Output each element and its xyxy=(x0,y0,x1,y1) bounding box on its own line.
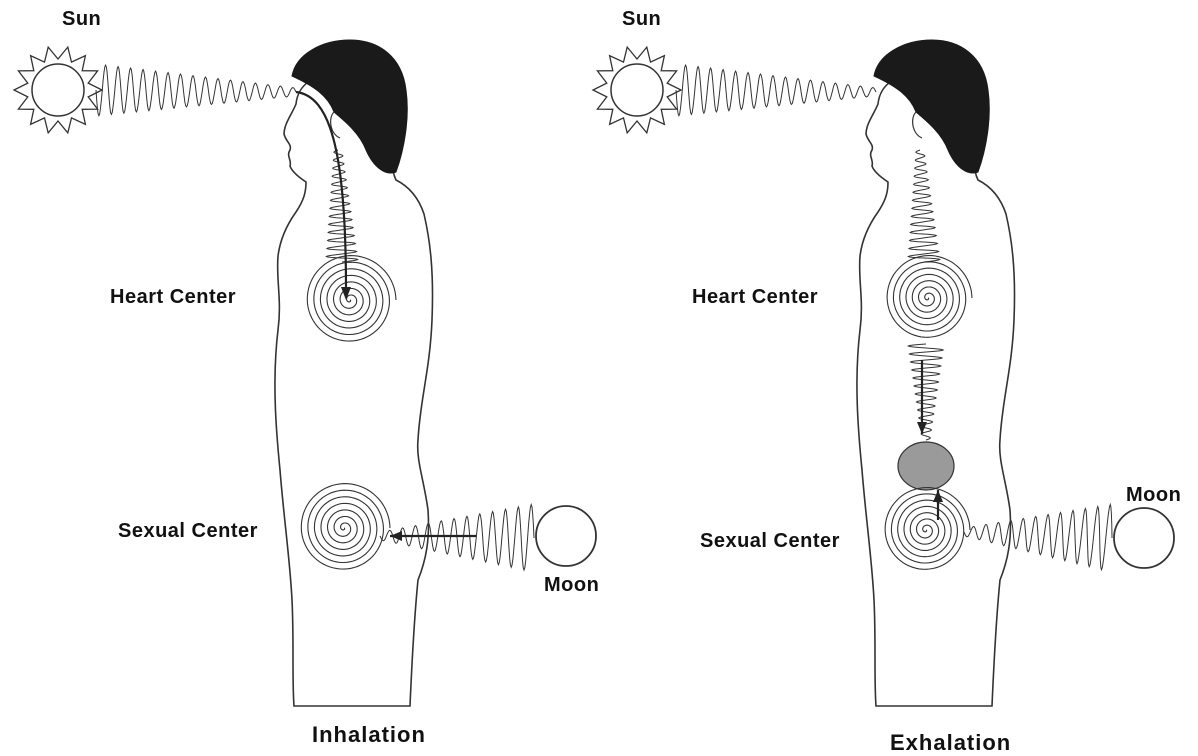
sun-label-left: Sun xyxy=(62,8,101,31)
sexual-center-label-right: Sexual Center xyxy=(700,530,840,553)
inhalation-panel xyxy=(14,40,596,706)
sun-left xyxy=(14,47,102,133)
sexual-center-label-left: Sexual Center xyxy=(118,520,258,543)
sun-disc xyxy=(611,64,663,116)
sun-right xyxy=(593,47,681,133)
body-outline xyxy=(857,63,1015,706)
moon-right xyxy=(1114,508,1174,568)
sun-disc xyxy=(32,64,84,116)
sun-beam-left xyxy=(96,65,296,116)
sun-beam-right xyxy=(676,65,876,116)
inhalation-caption: Inhalation xyxy=(312,722,426,748)
heart-center-label-right: Heart Center xyxy=(692,286,818,309)
exhalation-caption: Exhalation xyxy=(890,730,1011,756)
sun-label-right: Sun xyxy=(622,8,661,31)
moon-label-right: Moon xyxy=(1126,484,1181,507)
human-figure xyxy=(275,40,433,706)
exhalation-panel xyxy=(593,40,1174,706)
heart-center-label-left: Heart Center xyxy=(110,286,236,309)
navel-center-sphere xyxy=(898,442,954,490)
moon-left xyxy=(536,506,596,566)
body-outline xyxy=(275,63,433,706)
moon-label-left: Moon xyxy=(544,574,599,597)
